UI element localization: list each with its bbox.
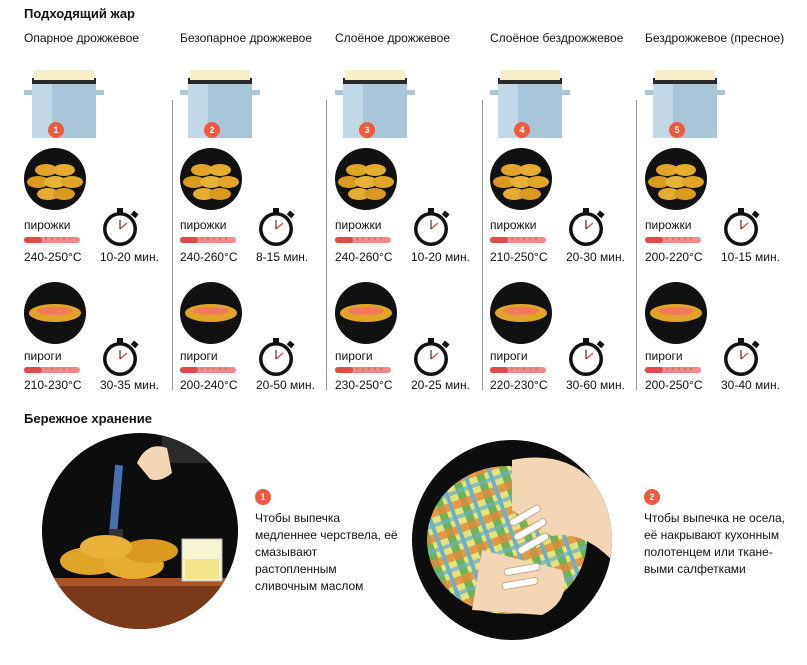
dough-column-4: Слоёное бездрожжевое 4 [490, 30, 640, 392]
pirogi-time: 30-60 мин. [566, 378, 625, 392]
column-title: Слоёное дрожжевое [335, 31, 450, 45]
dough-number-badge: 2 [204, 122, 220, 138]
pirozhki-label: пирожки [490, 218, 537, 232]
pirozhki-label: пирожки [335, 218, 382, 232]
stopwatch-icon [569, 208, 605, 246]
thermometer-icon [180, 237, 236, 243]
column-title: Опарное дрожжевое [24, 31, 140, 45]
thermometer-icon [24, 367, 80, 373]
pirozhki-plate-icon [24, 148, 86, 210]
pirozhki-temperature: 210-250°C [490, 250, 548, 264]
section-title-heat: Подходящий жар [24, 6, 135, 21]
pirozhki-label: пирожки [24, 218, 71, 232]
pirozhki-temperature: 240-250°C [24, 250, 82, 264]
pot-icon [335, 70, 415, 138]
pirozhki-label: пирожки [180, 218, 227, 232]
pirogi-temperature: 200-250°C [645, 378, 703, 392]
pirogi-time: 20-50 мин. [256, 378, 315, 392]
pot-icon [490, 70, 570, 138]
pirogi-label: пироги [180, 349, 218, 363]
pirozhki-plate-icon [180, 148, 242, 210]
pirogi-plate-icon [180, 282, 242, 344]
stopwatch-icon [724, 338, 760, 376]
dough-number-badge: 1 [48, 122, 64, 138]
pirogi-plate-icon [335, 282, 397, 344]
pirogi-label: пироги [24, 349, 62, 363]
dough-column-2: Безопарное дрожжевое 2 [180, 30, 330, 392]
pirozhki-time: 10-20 мин. [100, 250, 159, 264]
stopwatch-icon [103, 338, 139, 376]
pot-icon [645, 70, 725, 138]
pirogi-plate-icon [645, 282, 707, 344]
pirogi-label: пироги [335, 349, 373, 363]
dough-column-5: Бездрожжевое (пресное) 5 [645, 30, 795, 392]
stopwatch-icon [103, 208, 139, 246]
pirogi-temperature: 230-250°C [335, 378, 393, 392]
dough-number-badge: 3 [359, 122, 375, 138]
column-title: Бездрожжевое (пресное) [645, 31, 785, 45]
storage-badge-1: 1 [255, 489, 271, 505]
column-title: Безопарное дрожжевое [180, 31, 313, 45]
pirogi-label: пироги [645, 349, 683, 363]
pirogi-time: 30-40 мин. [721, 378, 780, 392]
pirozhki-temperature: 240-260°C [180, 250, 238, 264]
pirozhki-time: 8-15 мин. [256, 250, 309, 264]
thermometer-icon [490, 237, 546, 243]
pirozhki-time: 10-20 мин. [411, 250, 470, 264]
thermometer-icon [335, 367, 391, 373]
pirozhki-plate-icon [335, 148, 397, 210]
pot-icon [24, 70, 104, 138]
pirogi-temperature: 220-230°C [490, 378, 548, 392]
stopwatch-icon [724, 208, 760, 246]
pirogi-plate-icon [24, 282, 86, 344]
dough-number-badge: 4 [514, 122, 530, 138]
pirogi-plate-icon [490, 282, 552, 344]
column-divider [482, 100, 483, 390]
pirogi-temperature: 200-240°C [180, 378, 238, 392]
butter-brushing-illustration [42, 433, 238, 629]
dough-column-1: Опарное дрожжевое 1 [24, 30, 174, 392]
thermometer-icon [645, 237, 701, 243]
column-divider [172, 100, 173, 390]
pirozhki-label: пирожки [645, 218, 692, 232]
pirozhki-plate-icon [490, 148, 552, 210]
stopwatch-icon [414, 338, 450, 376]
pirozhki-temperature: 200-220°C [645, 250, 703, 264]
pot-icon [180, 70, 260, 138]
pirozhki-plate-icon [645, 148, 707, 210]
thermometer-icon [335, 237, 391, 243]
thermometer-icon [490, 367, 546, 373]
stopwatch-icon [569, 338, 605, 376]
dough-column-3: Слоёное дрожжевое 3 [335, 30, 485, 392]
storage-badge-2: 2 [644, 489, 660, 505]
storage-note-2: Чтобы выпечка не осела, её накрывают кух… [644, 511, 786, 576]
column-divider [326, 100, 327, 390]
pirogi-label: пироги [490, 349, 528, 363]
stopwatch-icon [259, 338, 295, 376]
pirozhki-temperature: 240-260°C [335, 250, 393, 264]
dough-number-badge: 5 [669, 122, 685, 138]
pirozhki-time: 10-15 мин. [721, 250, 780, 264]
thermometer-icon [24, 237, 80, 243]
pirogi-time: 20-25 мин. [411, 378, 470, 392]
stopwatch-icon [414, 208, 450, 246]
pirogi-temperature: 210-230°C [24, 378, 82, 392]
column-title: Слоёное бездрожжевое [490, 31, 624, 45]
column-divider [636, 100, 637, 390]
towel-cover-illustration [412, 440, 612, 640]
pirozhki-time: 20-30 мин. [566, 250, 625, 264]
section-title-storage: Бережное хранение [24, 411, 152, 426]
pirogi-time: 30-35 мин. [100, 378, 159, 392]
stopwatch-icon [259, 208, 295, 246]
storage-note-1: Чтобы выпечка медленнее черствела, её см… [255, 511, 398, 593]
thermometer-icon [180, 367, 236, 373]
thermometer-icon [645, 367, 701, 373]
